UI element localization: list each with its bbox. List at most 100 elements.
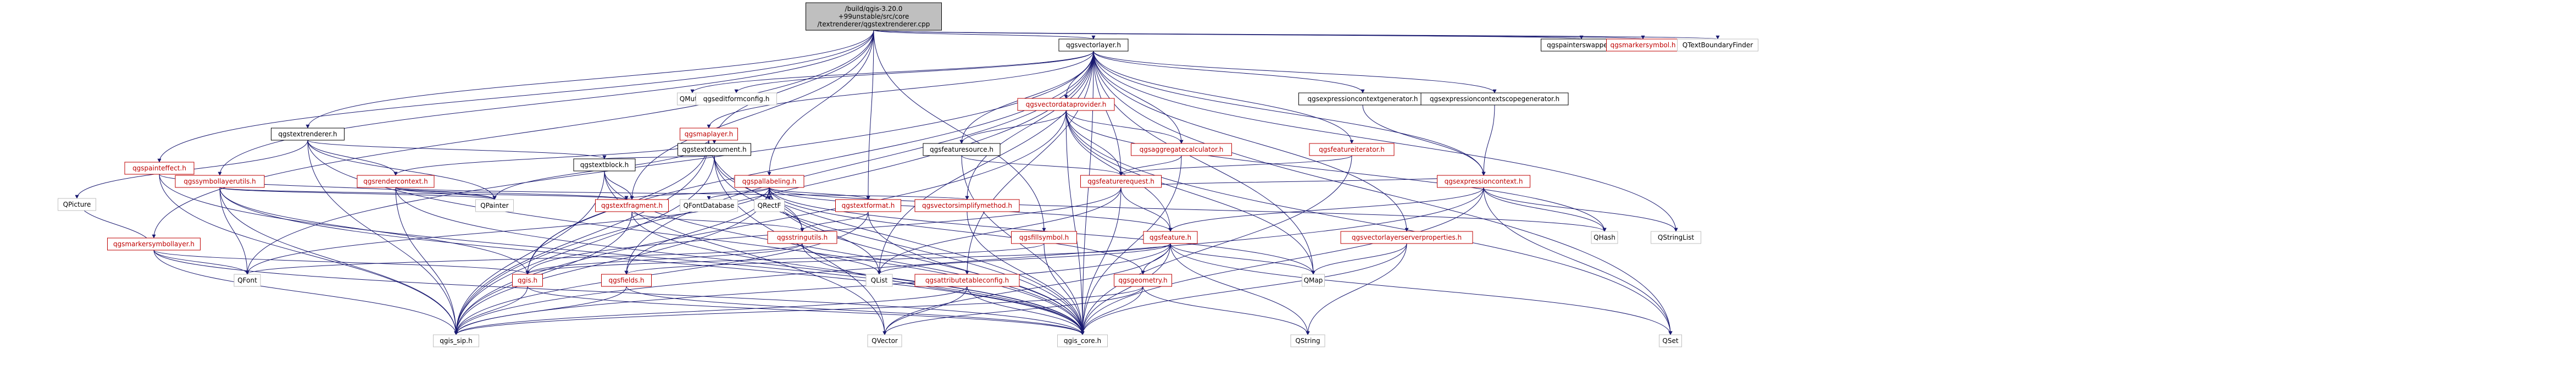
graph-edge <box>454 211 632 335</box>
graph-node-qgsexpressioncontextscopegenerator[interactable]: qgsexpressioncontextscopegenerator.h <box>1420 92 1569 106</box>
graph-node-label: qgstextfragment.h <box>601 202 663 209</box>
graph-node-label: qgsmaplayer.h <box>685 130 734 138</box>
graph-node-box <box>1131 143 1232 156</box>
graph-node-qgsfeaturesource[interactable]: qgsfeaturesource.h <box>923 143 1001 156</box>
graph-node-qgis[interactable]: qgis.h <box>512 274 543 287</box>
graph-node-box <box>357 175 435 188</box>
graph-node-box <box>867 334 902 347</box>
graph-edge <box>159 174 1085 335</box>
graph-node-box <box>1340 231 1473 244</box>
graph-node-box <box>1114 274 1172 287</box>
graph-node-qgsvectordataprovider[interactable]: qgsvectordataprovider.h <box>1017 98 1115 111</box>
graph-node-box <box>767 231 837 244</box>
graph-node-qrectf: QRectF <box>754 199 785 212</box>
graph-node-qgspallabeling[interactable]: qgspallabeling.h <box>734 175 804 188</box>
graph-node-box <box>1309 143 1395 156</box>
graph-node-qgsgeometry[interactable]: qgsgeometry.h <box>1114 274 1172 287</box>
graph-edge <box>454 286 1143 335</box>
graph-node-qgsvectorlayerserverproperties[interactable]: qgsvectorlayerserverproperties.h <box>1340 231 1473 244</box>
graph-edge <box>1362 104 1486 176</box>
graph-node-qgsexpressioncontext[interactable]: qgsexpressioncontext.h <box>1437 175 1530 188</box>
graph-node-qgstextfragment[interactable]: qgstextfragment.h <box>595 199 669 212</box>
graph-node-box <box>680 128 738 141</box>
graph-node-label: QFontDatabase <box>684 202 735 209</box>
graph-edge <box>1142 286 1310 335</box>
graph-node-box <box>754 199 785 212</box>
graph-node-label: qgsmarkersymbol.h <box>1610 41 1675 49</box>
graph-edge <box>630 30 874 200</box>
graph-edge <box>1170 243 1310 335</box>
graph-node-qgsstringutils[interactable]: qgsstringutils.h <box>767 231 837 244</box>
graph-node-qgsfillsymbol[interactable]: qgsfillsymbol.h <box>1011 231 1077 244</box>
graph-edge <box>454 286 627 335</box>
graph-node-qgsrendercontext[interactable]: qgsrendercontext.h <box>357 175 435 188</box>
graph-node-qgsfeatureiterator[interactable]: qgsfeatureiterator.h <box>1309 143 1395 156</box>
graph-node-qhash: QHash <box>1591 231 1618 244</box>
graph-edge <box>1093 51 1123 176</box>
graph-edge <box>769 187 804 232</box>
graph-node-label: qgsattributetableconfig.h <box>925 276 1009 284</box>
graph-edge <box>525 243 803 275</box>
graph-node-qgspainterswapper[interactable]: qgspainterswapper.h <box>1541 38 1622 52</box>
graph-node-label: qgstextdocument.h <box>682 146 746 153</box>
graph-edge <box>802 243 1085 335</box>
graph-node-qgsexpressioncontextgenerator[interactable]: qgsexpressioncontextgenerator.h <box>1298 92 1427 106</box>
graph-edge <box>1080 155 1182 335</box>
graph-node-box <box>1143 231 1198 244</box>
graph-node-label: qgis.h <box>518 276 537 284</box>
graph-edge <box>800 211 869 232</box>
graph-edge <box>1065 110 1085 335</box>
graph-node-label: qgsfeature.h <box>1150 234 1191 241</box>
graph-edge <box>877 187 1122 275</box>
graph-edge <box>802 243 881 275</box>
graph-node-box <box>1080 175 1162 188</box>
graph-edge <box>306 30 874 129</box>
graph-edge <box>604 170 634 200</box>
graph-node-box <box>512 274 543 287</box>
graph-node-box <box>58 198 96 211</box>
graph-node-qgsvectorlayer[interactable]: qgsvectorlayer.h <box>1058 38 1129 52</box>
graph-node-qgspainteffect[interactable]: qgspainteffect.h <box>124 162 195 175</box>
graph-node-box <box>696 92 777 106</box>
graph-node-box <box>914 199 1020 212</box>
graph-node-qstring: QString <box>1290 334 1325 347</box>
graph-edge <box>1080 243 1171 335</box>
graph-edge <box>734 51 1094 93</box>
graph-node-qgstextformat[interactable]: qgstextformat.h <box>835 199 901 212</box>
graph-edge <box>152 30 874 239</box>
graph-node-qgssymbollayerutils[interactable]: qgssymbollayerutils.h <box>175 175 265 188</box>
graph-edge <box>967 286 1085 335</box>
graph-node-qgsvectorsimplifymethod[interactable]: qgsvectorsimplifymethod.h <box>914 199 1020 212</box>
graph-node-label: QVector <box>871 337 898 345</box>
graph-node-qgstextblock[interactable]: qgstextblock.h <box>573 158 636 172</box>
graph-edge <box>157 30 874 163</box>
graph-node-qgsattributetableconfig[interactable]: qgsattributetableconfig.h <box>914 274 1020 287</box>
graph-node-qgsfields[interactable]: qgsfields.h <box>601 274 652 287</box>
graph-node-label: qgsfeaturesource.h <box>930 146 993 153</box>
graph-node-qgsaggregatecalculator[interactable]: qgsaggregatecalculator.h <box>1131 143 1232 156</box>
graph-node-qset: QSet <box>1659 334 1682 347</box>
graph-edge <box>454 211 869 335</box>
graph-edge <box>959 110 1067 144</box>
graph-node-qgsmaplayer[interactable]: qgsmaplayer.h <box>680 128 738 141</box>
graph-node-qgsfeaturerequest[interactable]: qgsfeaturerequest.h <box>1080 175 1162 188</box>
graph-node-label: qgsgeometry.h <box>1118 276 1167 284</box>
graph-node-label: /textrenderer/qgstextrenderer.cpp <box>818 20 930 28</box>
graph-edge <box>245 187 770 275</box>
graph-node-label: QSet <box>1662 337 1678 345</box>
graph-node-label: qgsexpressioncontextscopegenerator.h <box>1430 95 1559 103</box>
graph-node-qgis-sip: qgis_sip.h <box>433 334 479 347</box>
graph-node-qgstextdocument[interactable]: qgstextdocument.h <box>678 143 751 156</box>
graph-node-qgstextrenderer[interactable]: qgstextrenderer.h <box>271 128 345 141</box>
graph-node-label: qgsvectordataprovider.h <box>1026 101 1107 108</box>
graph-edge <box>1093 51 1673 335</box>
graph-node-qgsmarkersymbol[interactable]: qgsmarkersymbol.h <box>1606 38 1680 52</box>
graph-edge <box>626 286 1085 335</box>
graph-edge <box>1170 243 1673 335</box>
graph-edge <box>219 187 629 200</box>
graph-edge <box>769 187 1607 232</box>
graph-node-box <box>1017 98 1115 111</box>
graph-node-qgsmarkersymbollayer[interactable]: qgsmarkersymbollayer.h <box>107 237 201 251</box>
graph-node-label: QPainter <box>480 202 509 209</box>
graph-node-qgsfeature[interactable]: qgsfeature.h <box>1143 231 1198 244</box>
